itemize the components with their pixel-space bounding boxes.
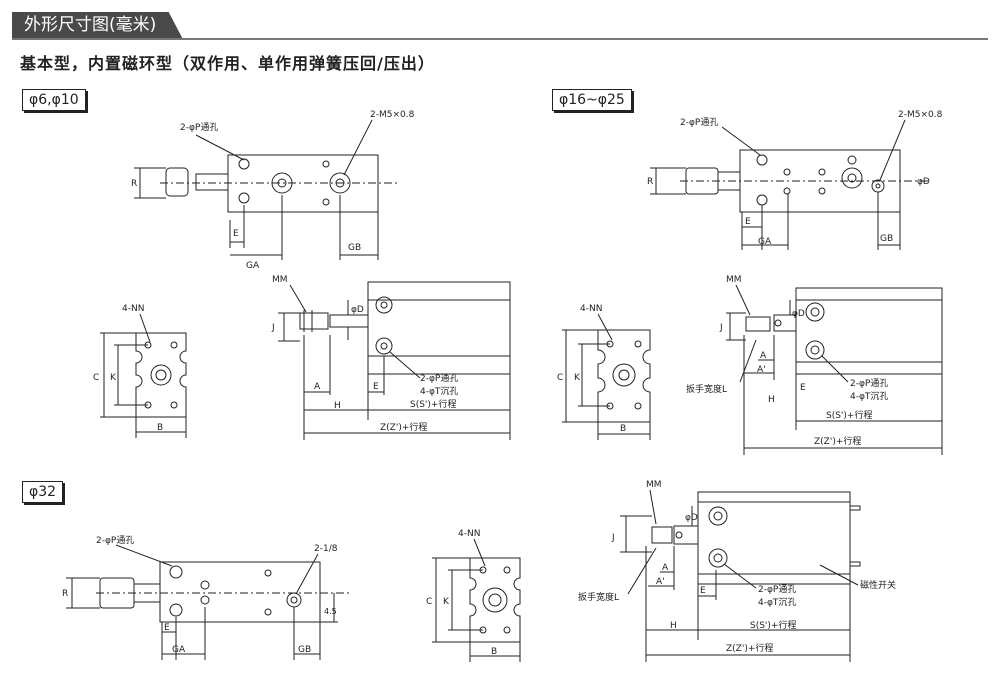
label-thru-hole4: 2-φP通孔 bbox=[850, 378, 888, 389]
label-mm3: MM bbox=[646, 480, 662, 490]
label-d2: φD bbox=[792, 309, 805, 319]
label-switch: 磁性开关 bbox=[860, 579, 896, 591]
label-c: C bbox=[93, 373, 99, 383]
label-b3: B bbox=[491, 647, 497, 657]
label-z3: Z(Z')+行程 bbox=[726, 642, 773, 654]
top-view-phi16-25: 2-φP通孔 2-M5×0.8 R E GA GB φD bbox=[647, 110, 943, 250]
label-e3: E bbox=[745, 217, 751, 227]
end-view-phi16-25: 4-NN C K B bbox=[557, 304, 651, 440]
label-s3: S(S')+行程 bbox=[750, 619, 796, 631]
label-a4: A bbox=[662, 563, 669, 573]
label-z: Z(Z')+行程 bbox=[380, 421, 427, 433]
label-g18: 2-1/8 bbox=[314, 544, 338, 554]
label-z2: Z(Z')+行程 bbox=[814, 435, 861, 447]
label-ga3: GA bbox=[172, 645, 186, 655]
header-bar: 外形尺寸图(毫米) bbox=[0, 12, 1000, 42]
side-view-phi32: MM J φD A A' 扳手宽度L E 2-φP通孔 4-φT沉孔 H S(S… bbox=[578, 480, 896, 662]
label-b2: B bbox=[620, 424, 626, 434]
label-k2: K bbox=[574, 373, 581, 383]
top-view-phi6-10: 2-φP通孔 2-M5×0.8 R E GA GB bbox=[131, 110, 415, 271]
label-nn3: 4-NN bbox=[458, 529, 480, 539]
label-k: K bbox=[110, 373, 117, 383]
label-a: A bbox=[314, 382, 321, 392]
label-thru-hole5: 2-φP通孔 bbox=[96, 535, 134, 546]
label-c3: C bbox=[426, 597, 432, 607]
label-a-prime: A' bbox=[757, 365, 766, 375]
label-j3: J bbox=[611, 533, 615, 543]
label-nn: 4-NN bbox=[122, 304, 144, 314]
label-h: H bbox=[334, 401, 341, 411]
size-label-phi32: φ32 bbox=[22, 481, 64, 503]
label-ga: GA bbox=[246, 261, 260, 271]
label-thru-hole: 2-φP通孔 bbox=[180, 122, 218, 133]
label-e2: E bbox=[373, 382, 379, 392]
label-thru-hole6: 2-φP通孔 bbox=[758, 584, 796, 595]
label-t-hole2: 4-φT沉孔 bbox=[850, 391, 888, 402]
label-d: φD bbox=[351, 305, 364, 315]
label-45: 4.5 bbox=[324, 607, 337, 616]
label-c2: C bbox=[557, 373, 563, 383]
label-r: R bbox=[131, 179, 137, 189]
label-b: B bbox=[157, 423, 163, 433]
label-k3: K bbox=[443, 597, 450, 607]
end-view-phi6-10: 4-NN C K B bbox=[93, 304, 187, 438]
header-title: 外形尺寸图(毫米) bbox=[12, 12, 183, 38]
label-a3: A bbox=[760, 351, 767, 361]
label-wrench: 扳手宽度L bbox=[686, 383, 727, 395]
label-gb3: GB bbox=[298, 645, 311, 655]
size-label-phi16-25: φ16~φ25 bbox=[552, 89, 632, 111]
label-r2: R bbox=[647, 177, 653, 187]
side-view-phi6-10: MM J φD A E H 2-φP通孔 4-φT沉孔 S(S')+行程 Z(Z… bbox=[271, 275, 511, 440]
label-s2: S(S')+行程 bbox=[826, 409, 872, 421]
label-d-top: φD bbox=[917, 177, 930, 187]
side-view-phi16-25: MM J φD A A' 扳手宽度L H E 2-φP通孔 4-φT沉孔 S(S… bbox=[686, 275, 943, 455]
label-ga2: GA bbox=[758, 237, 772, 247]
label-j: J bbox=[271, 323, 275, 333]
label-e4: E bbox=[800, 383, 806, 393]
label-h3: H bbox=[670, 621, 677, 631]
label-s: S(S')+行程 bbox=[410, 398, 456, 410]
label-mm: MM bbox=[272, 275, 288, 285]
top-view-phi32: 2-φP通孔 2-1/8 R E GA GB 4.5 bbox=[62, 535, 350, 660]
label-gb: GB bbox=[348, 243, 361, 253]
size-label-phi6-10: φ6,φ10 bbox=[22, 89, 86, 111]
label-e6: E bbox=[700, 586, 706, 596]
label-h2: H bbox=[768, 395, 775, 405]
label-thru-hole3: 2-φP通孔 bbox=[680, 117, 718, 128]
header-divider bbox=[12, 38, 988, 40]
label-e5: E bbox=[164, 623, 170, 633]
label-wrench2: 扳手宽度L bbox=[578, 591, 619, 603]
end-view-phi32: 4-NN C K B bbox=[426, 529, 521, 662]
label-m5: 2-M5×0.8 bbox=[370, 110, 415, 120]
label-m5-2: 2-M5×0.8 bbox=[898, 110, 943, 120]
label-a-prime2: A' bbox=[656, 577, 665, 587]
label-j2: J bbox=[719, 323, 723, 333]
label-r3: R bbox=[62, 589, 68, 599]
label-thru-hole2: 2-φP通孔 bbox=[420, 373, 458, 384]
subtitle: 基本型，内置磁环型（双作用、单作用弹簧压回/压出） bbox=[20, 54, 435, 73]
label-mm2: MM bbox=[726, 275, 742, 285]
label-t-hole: 4-φT沉孔 bbox=[420, 386, 458, 397]
label-d3: φD bbox=[685, 513, 698, 523]
label-nn2: 4-NN bbox=[580, 304, 602, 314]
label-t-hole3: 4-φT沉孔 bbox=[758, 597, 796, 608]
label-e: E bbox=[233, 229, 239, 239]
label-gb2: GB bbox=[880, 234, 893, 244]
